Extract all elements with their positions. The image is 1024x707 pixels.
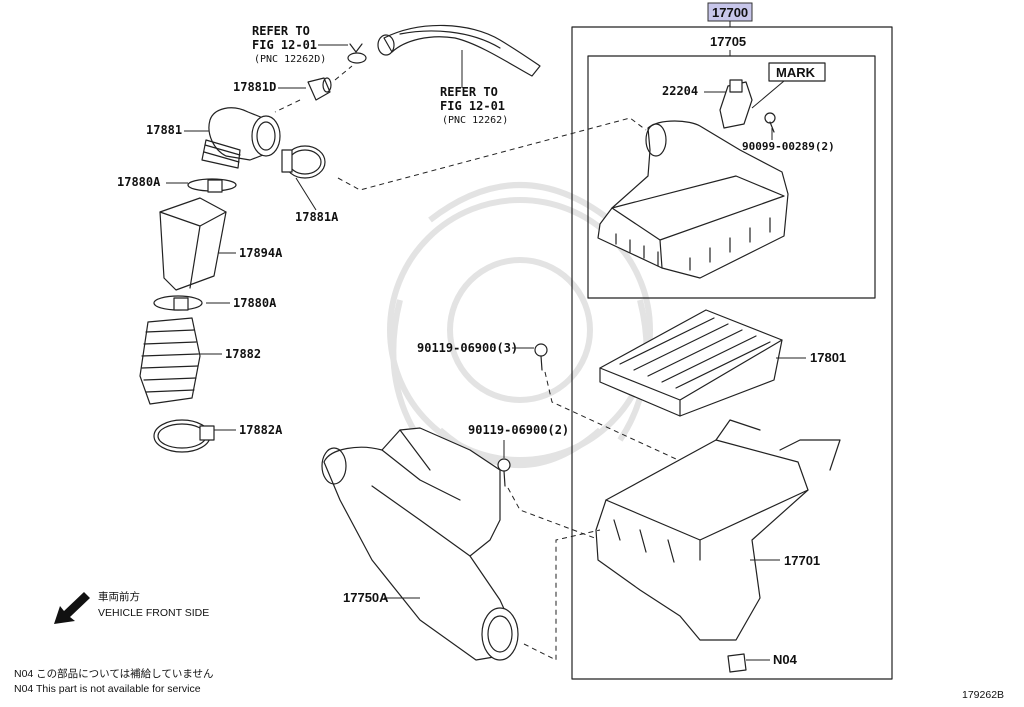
svg-text:17894A: 17894A — [239, 246, 283, 260]
svg-text:17881A: 17881A — [295, 210, 339, 224]
figure-id: 179262B — [962, 689, 1004, 701]
svg-text:17880A: 17880A — [117, 175, 161, 189]
svg-text:17880A: 17880A — [233, 296, 277, 310]
assembly-number[interactable]: 17700 — [712, 5, 748, 20]
svg-text:17881D: 17881D — [233, 80, 276, 94]
assembly-frame-17705 — [587, 55, 876, 299]
svg-text:REFER TO: REFER TO — [252, 24, 310, 38]
svg-text:REFER TO: REFER TO — [440, 85, 498, 99]
svg-text:22204: 22204 — [662, 84, 698, 98]
svg-text:FIG 12-01: FIG 12-01 — [252, 38, 317, 52]
part-17701[interactable]: 17701 — [595, 419, 841, 641]
svg-text:FIG 12-01: FIG 12-01 — [440, 99, 505, 113]
svg-text:17881: 17881 — [146, 123, 182, 137]
part-90099-screw[interactable]: 90099-00289(2) — [742, 112, 835, 153]
part-17880A-lower[interactable]: 17880A — [153, 295, 277, 311]
ref-top-left: REFER TO FIG 12-01 (PNC 12262D) — [252, 24, 348, 65]
part-17750A[interactable]: 17750A — [321, 427, 519, 661]
note-jp: N04 この部品については補給していません — [14, 667, 214, 680]
clamp-small — [347, 43, 367, 64]
part-90119-06900-3[interactable]: 90119-06900(3) — [417, 341, 548, 371]
part-17880A-upper[interactable]: 17880A — [117, 175, 237, 193]
svg-text:車両前方: 車両前方 — [98, 590, 140, 603]
note-en: N04 This part is not available for servi… — [14, 683, 201, 695]
svg-text:17701: 17701 — [784, 553, 820, 568]
svg-text:90119-06900(2): 90119-06900(2) — [468, 423, 569, 437]
svg-text:17750A: 17750A — [343, 590, 389, 605]
svg-text:(PNC 12262): (PNC 12262) — [442, 115, 508, 126]
svg-text:VEHICLE FRONT SIDE: VEHICLE FRONT SIDE — [98, 607, 209, 619]
svg-text:17882: 17882 — [225, 347, 261, 361]
part-17881[interactable]: 17881 — [146, 107, 281, 169]
svg-text:MARK: MARK — [776, 65, 816, 80]
part-17882[interactable]: 17882 — [139, 317, 261, 405]
ref-top-mid: REFER TO FIG 12-01 (PNC 12262) — [440, 50, 508, 126]
svg-text:17801: 17801 — [810, 350, 846, 365]
assembly-frame-17700 — [571, 26, 893, 680]
mark-callout: MARK — [751, 62, 826, 109]
part-N04[interactable]: N04 — [727, 652, 798, 673]
air-cleaner-cap — [597, 120, 789, 279]
part-17882A[interactable]: 17882A — [153, 419, 283, 453]
part-17801[interactable]: 17801 — [599, 309, 846, 417]
svg-text:90099-00289(2): 90099-00289(2) — [742, 140, 835, 153]
svg-text:90119-06900(3): 90119-06900(3) — [417, 341, 518, 355]
part-22204[interactable]: 22204 — [662, 79, 753, 129]
svg-text:17882A: 17882A — [239, 423, 283, 437]
part-17881D[interactable]: 17881D — [233, 77, 332, 101]
watermark — [387, 182, 653, 468]
svg-text:N04: N04 — [773, 652, 798, 667]
svg-text:(PNC 12262D): (PNC 12262D) — [254, 54, 326, 65]
part-17894A[interactable]: 17894A — [159, 197, 283, 291]
vehicle-front-indicator: 車両前方 VEHICLE FRONT SIDE — [54, 590, 209, 624]
case-number[interactable]: 17705 — [710, 34, 746, 49]
hose-top — [377, 24, 541, 77]
part-17881A[interactable]: 17881A — [281, 145, 339, 224]
part-90119-06900-2[interactable]: 90119-06900(2) — [468, 423, 569, 487]
front-arrow-icon — [54, 592, 90, 624]
